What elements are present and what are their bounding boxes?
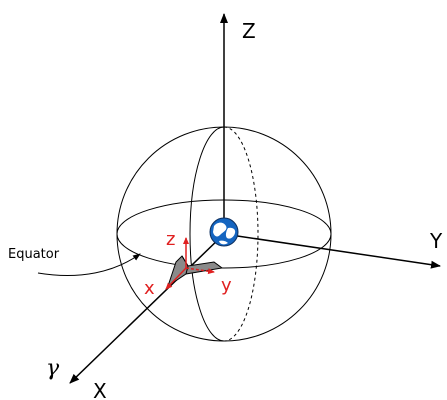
earth-icon — [209, 217, 239, 247]
label-gamma: γ — [46, 356, 60, 381]
x-axis — [69, 233, 225, 384]
meridian-front — [189, 126, 225, 342]
meridian-back — [223, 126, 259, 342]
label-big-y: Y — [429, 229, 443, 253]
spacecraft-icon — [167, 255, 224, 288]
label-small-y: y — [221, 275, 232, 296]
body-x-axis — [165, 267, 187, 290]
label-big-z: Z — [242, 19, 256, 43]
label-equator: Equator — [8, 247, 60, 262]
label-big-x: X — [93, 379, 107, 400]
equator-pointer-arrow — [37, 253, 141, 276]
label-small-x: x — [144, 278, 155, 299]
label-small-z: z — [166, 229, 175, 250]
y-axis — [223, 233, 441, 269]
